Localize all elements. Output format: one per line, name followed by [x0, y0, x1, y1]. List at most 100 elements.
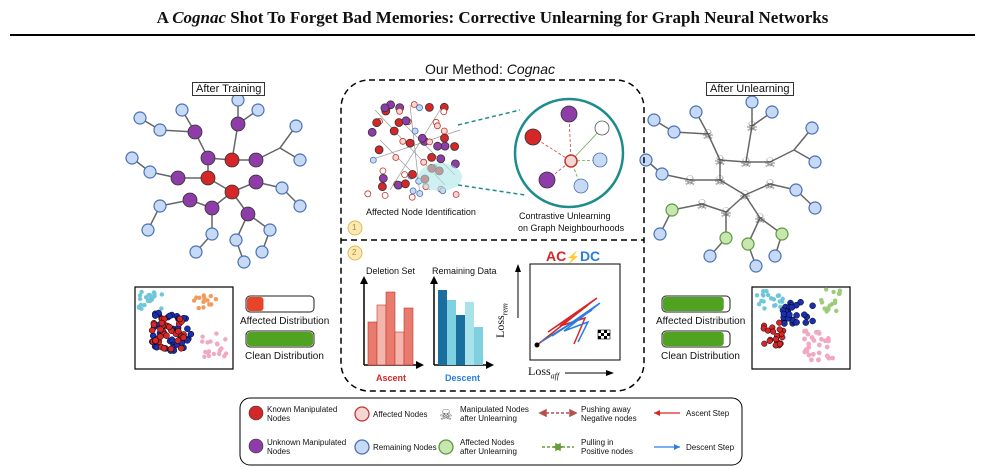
legend-unknown-icon	[248, 438, 264, 454]
scatter-point	[148, 327, 156, 334]
scatter-point	[145, 298, 151, 304]
scatter-point	[211, 351, 217, 357]
scatter-point	[762, 306, 767, 311]
scatter-point	[139, 289, 144, 295]
scatter-point	[166, 323, 173, 331]
graph-node	[372, 118, 382, 128]
remaining-data-chart	[430, 276, 494, 369]
scatter-point	[776, 326, 783, 333]
scatter-point	[200, 334, 205, 339]
graph-node	[400, 179, 410, 189]
scatter-point	[788, 304, 796, 311]
graph-node	[417, 133, 427, 143]
deletion-set-label: Deletion Set	[366, 266, 416, 276]
scatter-point	[158, 319, 166, 327]
svg-text:☠: ☠	[702, 127, 714, 142]
scatter-point	[811, 338, 817, 343]
scatter-point	[813, 329, 819, 335]
graph-node	[409, 187, 417, 195]
left-clean-label: Clean Distribution	[245, 351, 324, 362]
contrastive-label-2: on Graph Neighbourhoods	[518, 223, 625, 233]
loss-plot-frame	[529, 263, 621, 361]
scatter-point	[802, 336, 807, 342]
affected-id-nodes	[364, 100, 460, 201]
scatter-point	[142, 302, 147, 308]
scatter-point	[187, 330, 195, 338]
left-affected-bar	[245, 295, 315, 313]
svg-text:☠: ☠	[739, 188, 751, 203]
scatter-point	[160, 345, 168, 352]
svg-text:☠: ☠	[746, 119, 758, 134]
step1-number: 1	[352, 223, 357, 232]
scatter-point	[819, 300, 825, 305]
right-affected-bar	[661, 295, 731, 313]
graph-node	[408, 169, 417, 179]
scatter-point	[765, 292, 771, 298]
scatter-point	[168, 336, 176, 343]
graph-node	[436, 154, 446, 164]
graph-node	[364, 190, 372, 198]
scatter-point	[761, 299, 766, 304]
scatter-point	[809, 357, 814, 363]
graph-node	[401, 116, 411, 126]
scatter-point	[806, 341, 812, 347]
legend-remaining-icon	[354, 439, 370, 455]
scatter-point	[152, 293, 157, 299]
legend-known-icon	[248, 405, 264, 421]
scatter-point	[223, 337, 228, 342]
scatter-point	[824, 353, 830, 359]
svg-text:☠: ☠	[684, 173, 696, 188]
legend-pull-icon	[542, 442, 574, 452]
scatter-point	[197, 295, 202, 300]
legend-affected-icon	[354, 406, 370, 422]
scatter-point	[756, 302, 762, 307]
scatter-point	[761, 340, 768, 347]
scatter-point	[810, 351, 816, 357]
scatter-point	[149, 294, 154, 300]
scatter-point	[137, 293, 143, 298]
loss-aff-label: Lossaff	[528, 364, 560, 381]
left-clean-bar	[245, 330, 315, 348]
scatter-point	[764, 289, 769, 294]
scatter-point	[824, 344, 830, 350]
scatter-point	[201, 298, 206, 304]
scatter-point	[781, 320, 788, 327]
graph-node	[420, 158, 428, 166]
graph-node	[433, 141, 443, 151]
legend-ascent-icon	[654, 410, 680, 416]
scatter-point	[157, 326, 164, 333]
graph-node	[379, 167, 387, 175]
right-affected-label: Affected Distribution	[656, 316, 746, 327]
scatter-point	[806, 352, 812, 358]
step2-number: 2	[352, 248, 357, 257]
right-graph-green-nodes	[665, 203, 789, 251]
graph-node	[399, 137, 407, 145]
contrastive-label-1: Contrastive Unlearning	[519, 211, 611, 221]
legend-known-label: Known Manipulated Nodes	[267, 405, 338, 423]
scatter-point	[201, 293, 206, 298]
scatter-point	[152, 312, 159, 319]
scatter-point	[754, 293, 760, 298]
graph-node	[374, 145, 384, 155]
scatter-point	[176, 315, 184, 323]
graph-node	[378, 173, 388, 183]
legend-affected-label: Affected Nodes	[373, 410, 428, 419]
scatter-point	[804, 348, 810, 354]
scatter-point	[157, 333, 164, 340]
acdc-title: AC⚡DC	[546, 248, 601, 264]
scatter-point	[830, 355, 835, 361]
descent-label: Descent	[445, 373, 481, 383]
svg-text:☠: ☠	[714, 173, 726, 188]
loss-trajectory	[534, 297, 601, 348]
scatter-point	[137, 296, 143, 302]
right-clean-label: Clean Distribution	[661, 351, 740, 362]
scatter-point	[776, 340, 783, 347]
legend-affected-after-label: Affected Nodes after Unlearning	[460, 438, 517, 456]
scatter-point	[816, 350, 822, 356]
scatter-point	[218, 347, 223, 352]
method-box	[340, 79, 645, 392]
scatter-point	[834, 308, 839, 314]
scatter-point	[832, 298, 838, 303]
scatter-point	[213, 297, 219, 302]
graph-node	[405, 138, 415, 148]
